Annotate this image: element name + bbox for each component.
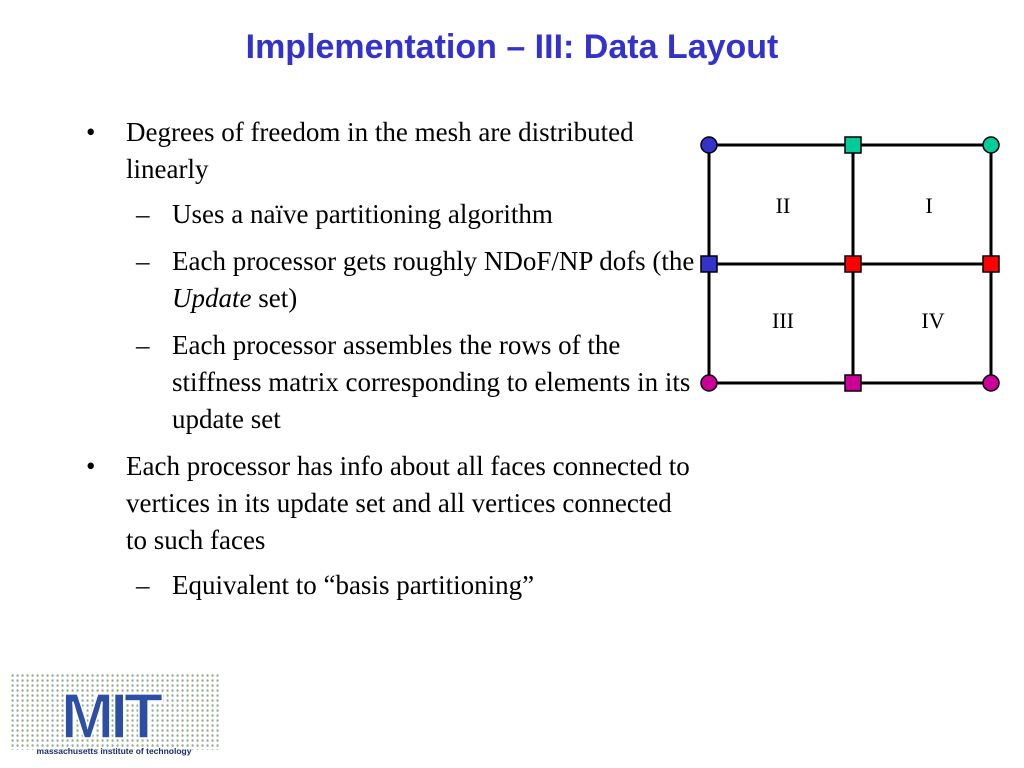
sub-bullet-item: – Each processor gets roughly NDoF/NP do… <box>86 243 698 317</box>
mit-logo: MIT massachusetts institute of technolog… <box>10 674 220 756</box>
node-top-mid <box>844 136 862 154</box>
bullet-text: Each processor has info about all faces … <box>126 451 690 555</box>
sub-bullet-item: – Equivalent to “basis partitioning” <box>86 567 698 604</box>
mesh-diagram: II I III IV <box>700 136 1000 392</box>
bullet-text: Equivalent to “basis partitioning” <box>172 570 535 600</box>
node-top-left <box>700 136 718 154</box>
logo-dot-field <box>10 674 220 750</box>
region-label-iii: III <box>772 308 794 333</box>
region-label-ii: II <box>776 193 791 218</box>
dash-marker: – <box>136 246 150 276</box>
bullet-marker: • <box>86 117 96 147</box>
node-bottom-left <box>700 374 718 392</box>
slide-title: Implementation – III: Data Layout <box>245 28 779 66</box>
region-label-i: I <box>925 193 932 218</box>
logo-subtitle: massachusetts institute of technology <box>37 746 192 756</box>
bullet-text: Degrees of freedom in the mesh are distr… <box>126 117 634 184</box>
logo-wordmark: MIT <box>61 680 163 752</box>
bullet-item: • Degrees of freedom in the mesh are dis… <box>86 114 698 188</box>
sub-bullet-item: – Uses a naïve partitioning algorithm <box>86 196 698 233</box>
bullet-text: Each processor gets roughly NDoF/NP dofs… <box>172 246 695 276</box>
dash-marker: – <box>136 330 150 360</box>
region-label-iv: IV <box>921 308 944 333</box>
node-center <box>844 255 862 273</box>
node-mid-right <box>982 255 1000 273</box>
sub-bullet-item: – Each processor assembles the rows of t… <box>86 327 698 438</box>
node-bottom-right <box>982 374 1000 392</box>
bullet-text: Uses a naïve partitioning algorithm <box>172 199 553 229</box>
bullet-text: Each processor assembles the rows of the… <box>172 330 691 434</box>
bullet-text: set) <box>251 283 298 313</box>
dash-marker: – <box>136 570 150 600</box>
bullet-item: • Each processor has info about all face… <box>86 448 698 559</box>
dash-marker: – <box>136 199 150 229</box>
node-bottom-mid <box>844 374 862 392</box>
node-mid-left <box>700 255 718 273</box>
update-set-emphasis: Update <box>172 283 252 313</box>
bullet-list: • Degrees of freedom in the mesh are dis… <box>86 114 698 614</box>
node-top-right <box>982 136 1000 154</box>
bullet-marker: • <box>86 451 96 481</box>
